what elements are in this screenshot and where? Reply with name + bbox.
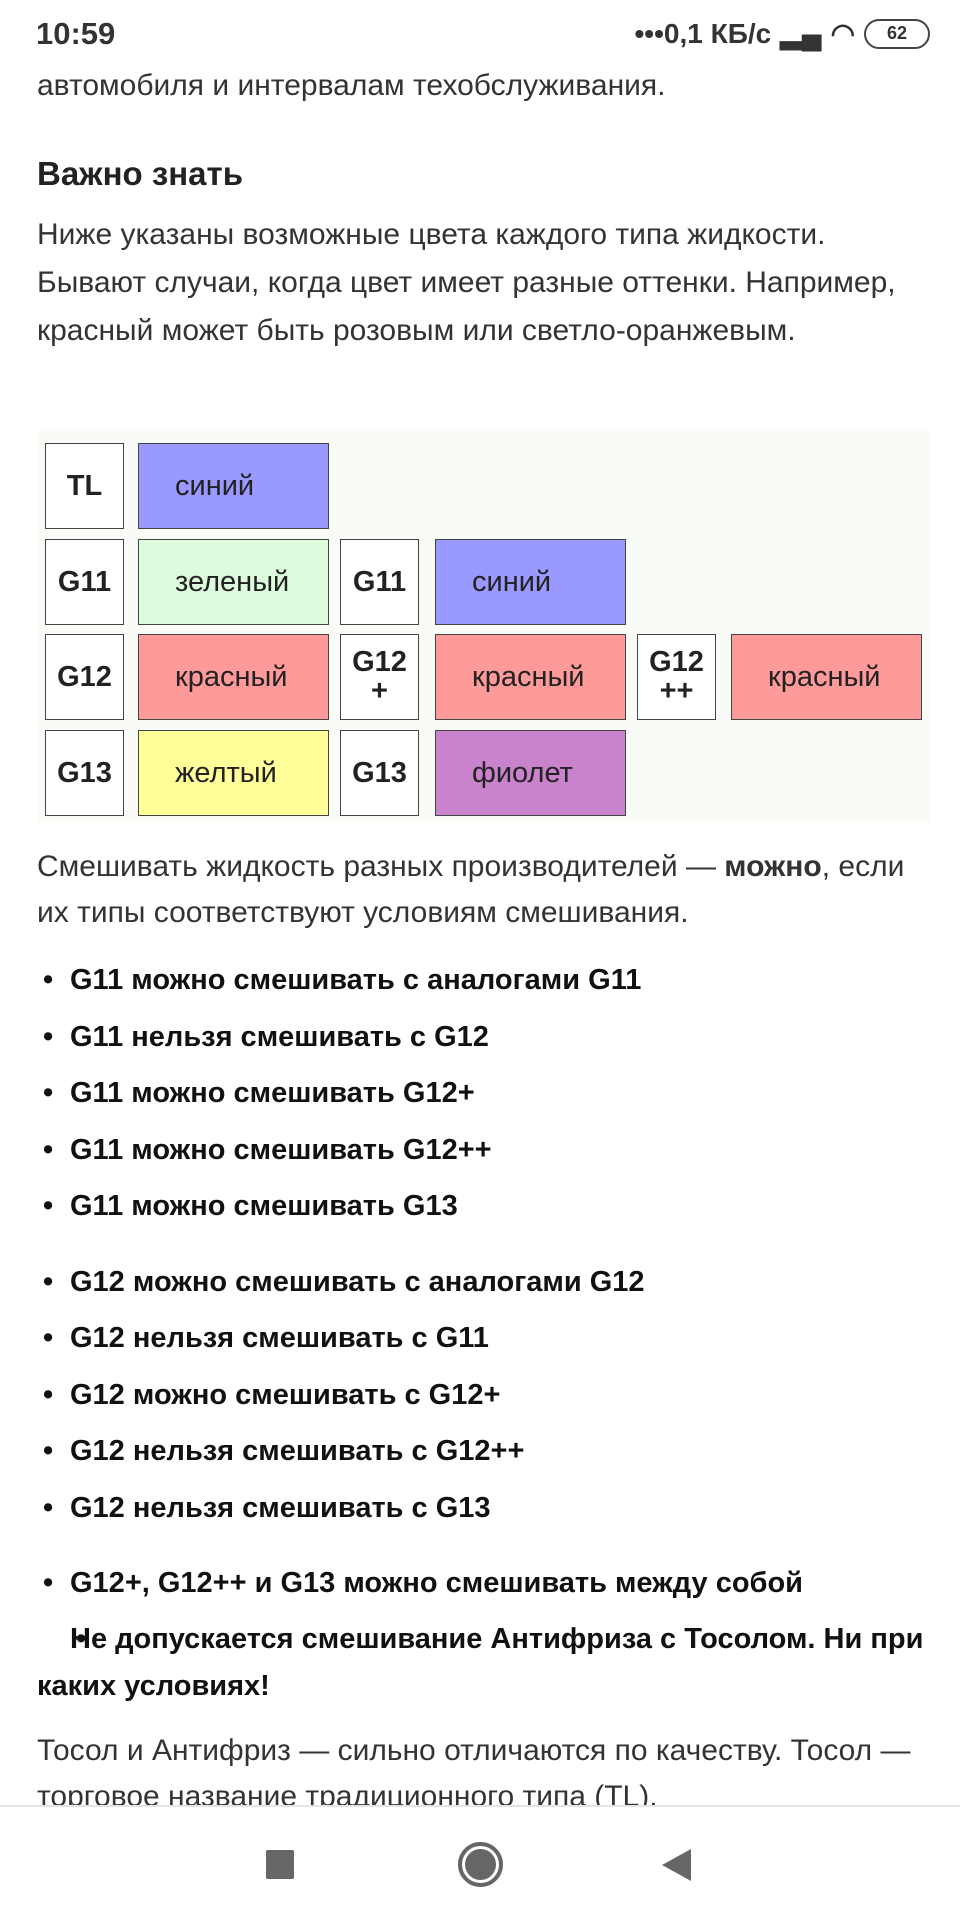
mix-text: , если их типы соответствуют условиям см…: [37, 850, 905, 929]
intro-tail: автомобиля и интервалам техобслуживания.: [37, 69, 666, 102]
type-label: G13: [45, 730, 124, 816]
type-label: G11: [45, 539, 124, 625]
list-item: G11 нельзя смешивать с G12: [37, 1009, 932, 1066]
status-bar: 10:59 •••0,1 КБ/с ▂▄ ◠ 62: [0, 0, 960, 62]
g11-rules: G11 можно смешивать с аналогами G11 G11 …: [37, 952, 932, 1235]
home-button[interactable]: [458, 1842, 503, 1887]
type-label: G12 +: [340, 634, 419, 720]
g12-rules: G12 можно смешивать с аналогами G12 G12 …: [37, 1254, 932, 1537]
coolant-color-table: TL синий G11 зеленый G11 синий G12 красн…: [37, 431, 930, 823]
list-item: G11 можно смешивать G12+: [37, 1065, 932, 1122]
list-item: G12 нельзя смешивать с G11: [37, 1310, 932, 1367]
type-label: G13: [340, 730, 419, 816]
mix-text: Смешивать жидкость разных производителей…: [37, 850, 725, 883]
network-speed: •••0,1 КБ/с: [634, 17, 772, 49]
color-cell: синий: [435, 539, 626, 625]
list-item: Не допускается смешивание Антифриза с То…: [37, 1616, 932, 1710]
list-item: G12+, G12++ и G13 можно смешивать между …: [37, 1555, 932, 1612]
signal-icon: ▂▄: [780, 18, 822, 49]
list-item: G11 можно смешивать с аналогами G11: [37, 952, 932, 1009]
list-item: G12 нельзя смешивать с G13: [37, 1480, 932, 1537]
wifi-icon: ◠: [830, 18, 855, 49]
home-icon: [465, 1849, 496, 1880]
color-cell: фиолет: [435, 730, 626, 816]
list-item: G11 можно смешивать G12++: [37, 1122, 932, 1179]
mixing-paragraph: Смешивать жидкость разных производителей…: [37, 844, 932, 936]
type-label: G12: [45, 634, 124, 720]
type-label: G12 ++: [637, 634, 716, 720]
list-item: G12 можно смешивать с G12+: [37, 1367, 932, 1424]
colors-paragraph: Ниже указаны возможные цвета каждого тип…: [37, 218, 896, 347]
color-cell: красный: [731, 634, 922, 720]
section-heading: Важно знать: [37, 155, 243, 192]
mix-bold: можно: [724, 850, 822, 883]
color-cell: желтый: [138, 730, 329, 816]
back-button[interactable]: [662, 1849, 691, 1881]
color-cell: красный: [435, 634, 626, 720]
color-cell: красный: [138, 634, 329, 720]
color-cell: синий: [138, 443, 329, 529]
clock: 10:59: [36, 16, 116, 51]
other-rules: G12+, G12++ и G13 можно смешивать между …: [37, 1555, 932, 1710]
navigation-bar: [0, 1805, 960, 1920]
type-label: G11: [340, 539, 419, 625]
list-item: G12 нельзя смешивать с G12++: [37, 1423, 932, 1480]
color-cell: зеленый: [138, 539, 329, 625]
type-label: TL: [45, 443, 124, 529]
battery-icon: 62: [864, 18, 930, 49]
recents-button[interactable]: [266, 1850, 294, 1879]
list-item: G12 можно смешивать с аналогами G12: [37, 1254, 932, 1311]
list-item: G11 можно смешивать G13: [37, 1178, 932, 1235]
